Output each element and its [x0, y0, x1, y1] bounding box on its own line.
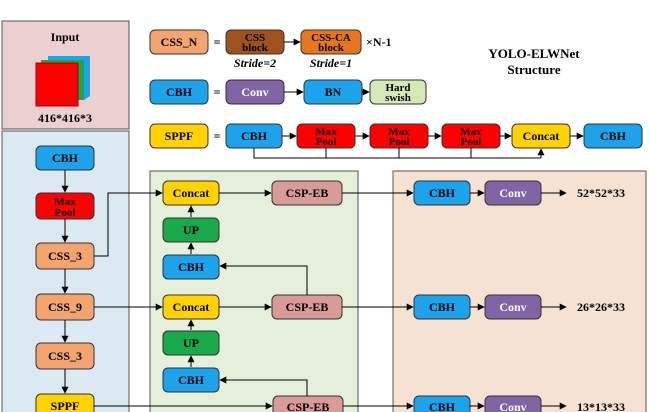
- neck-cbh-top-label: CBH: [178, 260, 205, 274]
- legend-css-block-label-1: CSS: [245, 32, 265, 44]
- legend-stride-2: Stride=2: [234, 56, 276, 70]
- neck-cbh-mid-box: [162, 367, 220, 393]
- neck-up-mid-box: [162, 330, 220, 356]
- legend-max-pool-3-label-2: Pool: [461, 136, 482, 148]
- neck-up-top-box: [162, 217, 220, 243]
- neck-csp-eb-top-label: CSP-EB: [286, 186, 329, 200]
- legend-max-pool-1-label-2: Pool: [316, 136, 337, 148]
- legend-hard-swish-box: [369, 79, 427, 105]
- backbone-css3-b-label: CSS_3: [48, 349, 82, 363]
- legend-sppf-cbh-a-label: CBH: [241, 129, 268, 143]
- neck-concat-mid-label: Concat: [173, 300, 210, 314]
- backbone-max-pool-label-2: Pool: [55, 207, 76, 219]
- input-tensor-icon: [35, 56, 90, 107]
- legend-css-n-box: [149, 29, 209, 55]
- legend-max-pool-2-label-2: Pool: [389, 136, 410, 148]
- legend-css-n-label: CSS_N: [161, 35, 198, 49]
- head-output-3: 13*13*33: [577, 400, 625, 412]
- backbone-css9-label: CSS_9: [48, 300, 82, 314]
- neck-cbh-mid-label: CBH: [178, 373, 205, 387]
- neck-csp-eb-mid-label: CSP-EB: [286, 300, 329, 314]
- diagram-title: YOLO-ELWNet: [488, 46, 580, 61]
- legend-css-ca-block-label-2: block: [318, 42, 345, 54]
- neck-csp-eb-bot-label: CSP-EB: [287, 400, 330, 412]
- backbone-sppf-label: SPPF: [51, 399, 80, 412]
- legend-equals-1: =: [214, 35, 221, 49]
- head-cbh-2-label: CBH: [429, 300, 456, 314]
- legend-sppf-label: SPPF: [165, 129, 194, 143]
- legend-equals-3: =: [214, 129, 221, 143]
- legend-sppf-cbh-b-box: [583, 123, 643, 149]
- legend-css-ca-block-label-1: CSS-CA: [311, 32, 351, 44]
- legend-concat-label: Concat: [523, 129, 560, 143]
- legend-sppf-cbh-b-label: CBH: [600, 129, 627, 143]
- sppf-skip-wires: [253, 148, 541, 159]
- head-cbh-3-label: CBH: [429, 400, 456, 412]
- backbone-max-pool-label-1: Max: [54, 196, 76, 208]
- head-conv-2-label: Conv: [499, 300, 526, 314]
- legend-repeat: ×N-1: [366, 35, 392, 49]
- backbone-cbh-label: CBH: [52, 151, 79, 165]
- neck-cbh-top-box: [162, 254, 220, 280]
- neck-csp-eb-bot-box: [272, 395, 344, 412]
- head-panel: [392, 170, 647, 412]
- legend-conv-label: Conv: [241, 85, 268, 99]
- legend-hard-swish-label-1: Hard: [385, 82, 410, 94]
- backbone-css3-a-label: CSS_3: [48, 249, 82, 263]
- legend-cbh-box: [149, 79, 209, 105]
- head-output-1: 52*52*33: [577, 186, 625, 200]
- head-conv-3-box: [484, 395, 542, 412]
- legend-bn-label: BN: [325, 85, 342, 99]
- legend-max-pool-2-label-1: Max: [388, 126, 410, 138]
- head-conv-1-label: Conv: [499, 186, 526, 200]
- head-cbh-1-label: CBH: [429, 186, 456, 200]
- neck-concat-top-label: Concat: [173, 186, 210, 200]
- head-output-2: 26*26*33: [577, 300, 625, 314]
- neck-up-top-label: UP: [183, 223, 199, 237]
- legend-max-pool-1-label-1: Max: [315, 126, 337, 138]
- legend-cbh-label: CBH: [166, 85, 193, 99]
- input-size: 416*416*3: [38, 111, 92, 125]
- legend-max-pool-3-label-1: Max: [460, 126, 482, 138]
- input-heading: Input: [51, 30, 80, 44]
- legend-sppf-box: [149, 123, 209, 149]
- neck-up-mid-label: UP: [183, 336, 199, 350]
- head-conv-3-label: Conv: [499, 400, 526, 412]
- legend-css-block-label-2: block: [242, 42, 269, 54]
- legend-equals-2: =: [214, 85, 221, 99]
- head-cbh-3-box: [413, 395, 471, 412]
- legend-css-ca-block-box: [300, 29, 362, 55]
- diagram-subtitle: Structure: [507, 62, 560, 77]
- legend-stride-1: Stride=1: [310, 56, 352, 70]
- legend-hard-swish-label-2: swish: [385, 92, 411, 104]
